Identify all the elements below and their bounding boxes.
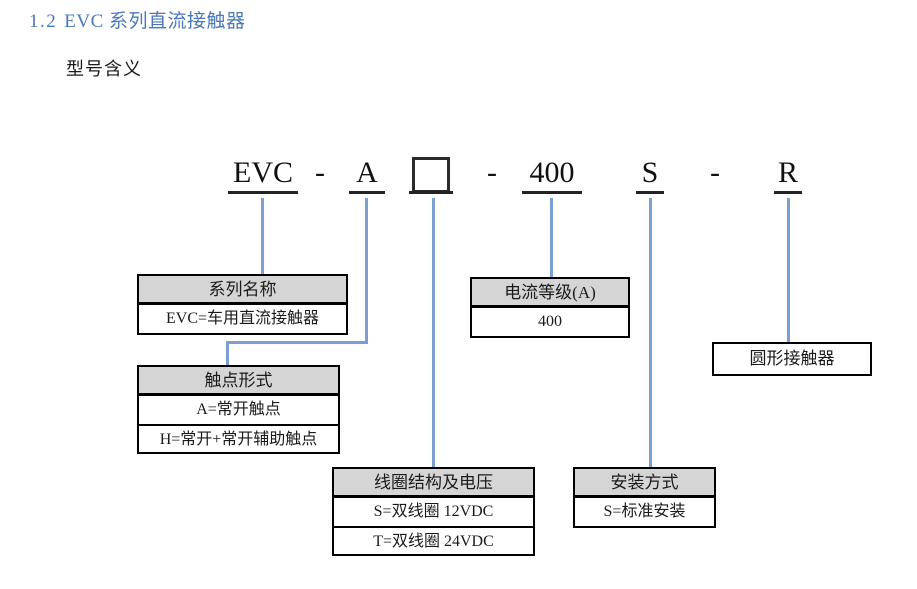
section-title: EVC 系列直流接触器 — [64, 11, 246, 32]
model-code-row: EVC - A - 400 S - R — [0, 155, 917, 205]
page-title: 1.2 EVC 系列直流接触器 — [29, 6, 246, 33]
callout-header-series-name: 系列名称 — [139, 276, 346, 305]
code-dash-1: - — [315, 156, 325, 189]
subtitle: 型号含义 — [66, 59, 142, 79]
callout-header-current-rating: 电流等级(A) — [472, 279, 628, 308]
connector-mounting-type — [649, 198, 652, 467]
callout-row-coil-1: T=双线圈 24VDC — [334, 526, 533, 554]
connector-series-name — [261, 198, 264, 274]
callout-coil-structure-voltage: 线圈结构及电压 S=双线圈 12VDC T=双线圈 24VDC — [332, 467, 535, 556]
callout-header-mounting-type: 安装方式 — [575, 469, 714, 498]
code-segment-current: 400 — [522, 155, 582, 194]
callout-row-mounting-type-0: S=标准安装 — [575, 498, 714, 526]
callout-contactor-shape: 圆形接触器 — [712, 342, 872, 376]
callout-row-current-rating-0: 400 — [472, 308, 628, 336]
code-dash-3: - — [710, 156, 720, 189]
connector-contact-form-h — [226, 341, 368, 344]
callout-row-coil-0: S=双线圈 12VDC — [334, 498, 533, 526]
callout-row-contact-form-1: H=常开+常开辅助触点 — [139, 424, 338, 452]
code-segment-coil-underline — [409, 155, 453, 194]
connector-current-rating — [550, 198, 553, 277]
callout-mounting-type: 安装方式 S=标准安装 — [573, 467, 716, 528]
callout-row-series-name-0: EVC=车用直流接触器 — [139, 305, 346, 333]
callout-series-name: 系列名称 EVC=车用直流接触器 — [137, 274, 348, 335]
code-segment-shape: R — [774, 155, 802, 194]
connector-contactor-shape — [787, 198, 790, 342]
connector-contact-form-v2 — [226, 341, 229, 365]
callout-header-contact-form: 触点形式 — [139, 367, 338, 396]
callout-contact-form: 触点形式 A=常开触点 H=常开+常开辅助触点 — [137, 365, 340, 454]
callout-row-contactor-shape-0: 圆形接触器 — [714, 344, 870, 374]
callout-current-rating: 电流等级(A) 400 — [470, 277, 630, 338]
callout-row-contact-form-0: A=常开触点 — [139, 396, 338, 424]
section-number: 1.2 — [29, 11, 58, 32]
code-dash-2: - — [487, 156, 497, 189]
connector-contact-form-v1 — [365, 198, 368, 344]
code-segment-series: EVC — [228, 155, 298, 194]
callout-header-coil-structure-voltage: 线圈结构及电压 — [334, 469, 533, 498]
code-segment-mounting: S — [636, 155, 664, 194]
code-segment-contact-form: A — [349, 155, 385, 194]
connector-coil-structure — [432, 198, 435, 467]
